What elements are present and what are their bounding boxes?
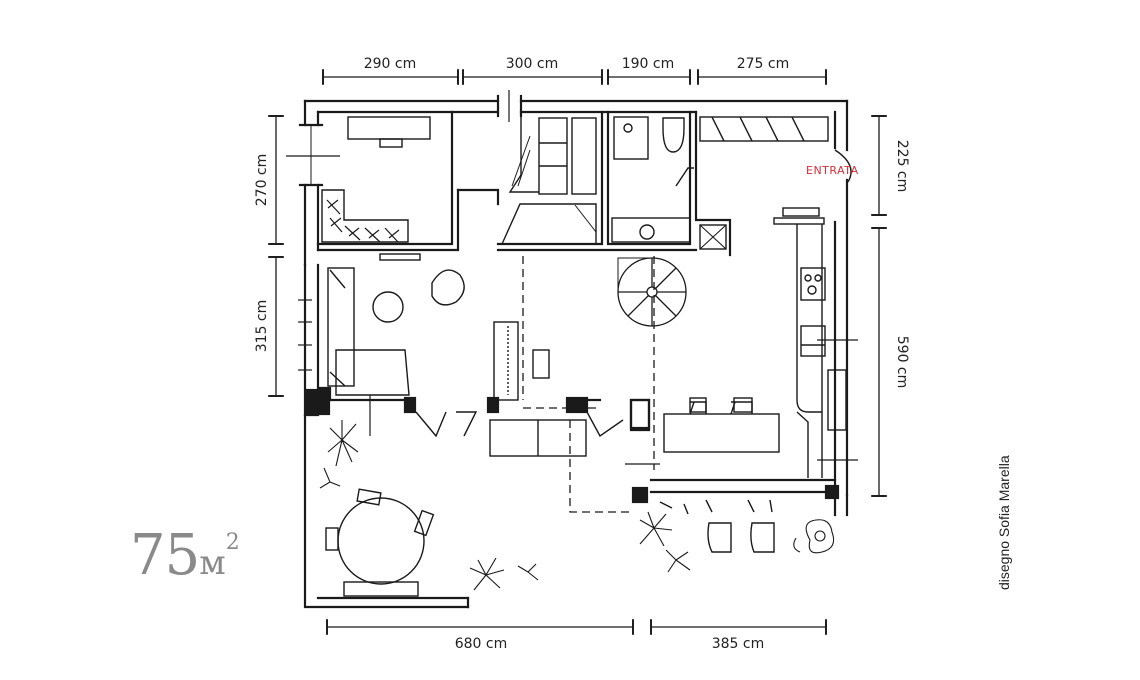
bookcase xyxy=(493,321,519,401)
dim-right-1: 225 cm xyxy=(894,140,910,193)
terrace-chairs xyxy=(659,499,775,553)
area-unit: м xyxy=(199,543,226,583)
mezzanine-outline xyxy=(522,256,655,513)
cooktop xyxy=(800,267,826,301)
sofa-back xyxy=(327,267,355,387)
terrace-dining xyxy=(325,488,435,597)
bed-headboard xyxy=(347,116,431,140)
dim-right-2: 590 cm xyxy=(894,336,910,389)
dining-table xyxy=(663,397,780,453)
bedroom xyxy=(321,116,431,243)
shower xyxy=(613,116,649,160)
kitchen-sink xyxy=(800,325,826,357)
walls xyxy=(298,94,849,609)
toilet xyxy=(662,117,685,153)
area-label: 75м2 xyxy=(130,528,240,584)
plants xyxy=(319,420,835,591)
dim-top-1: 290 cm xyxy=(364,56,417,72)
sofa-chaise xyxy=(335,349,410,396)
kitchen xyxy=(773,207,847,478)
area-superscript: 2 xyxy=(225,530,240,555)
dim-top-4: 275 cm xyxy=(737,56,790,72)
bedside-lamp xyxy=(379,138,403,148)
dim-bottom-2: 385 cm xyxy=(712,636,765,652)
dim-left-2: 315 cm xyxy=(254,300,270,353)
round-table xyxy=(337,497,425,585)
bathroom xyxy=(611,116,727,250)
dim-left-1: 270 cm xyxy=(254,154,270,207)
dim-bottom-1: 680 cm xyxy=(455,636,508,652)
designer-credit: disegno Sofia Marella xyxy=(996,455,1012,590)
shelf-unit xyxy=(538,117,568,195)
entrance-storage xyxy=(699,116,852,183)
closet-block xyxy=(501,112,597,245)
dim-top-2: 300 cm xyxy=(506,56,559,72)
sink xyxy=(639,224,655,240)
dim-top-3: 190 cm xyxy=(622,56,675,72)
armchair xyxy=(431,269,465,306)
area-number: 75 xyxy=(130,523,200,588)
coffee-table xyxy=(372,291,404,323)
spiral-staircase xyxy=(617,257,687,327)
side-cabinet xyxy=(532,349,550,379)
wardrobe xyxy=(321,189,409,243)
living-room xyxy=(327,253,624,457)
entrance-label: ENTRATA xyxy=(806,164,859,177)
window-marks xyxy=(286,90,858,465)
